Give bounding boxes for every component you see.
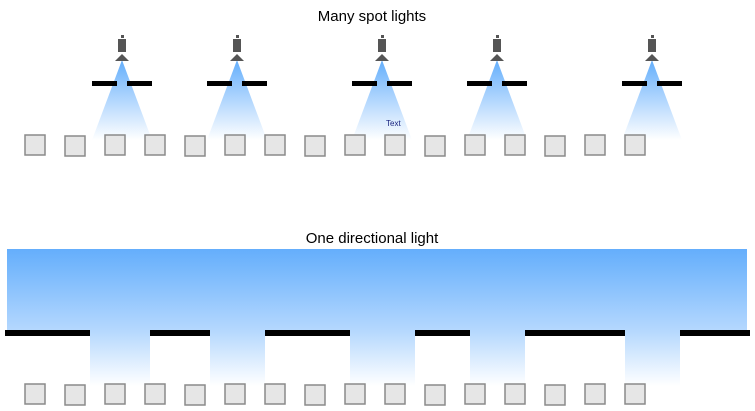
scene-object — [384, 134, 406, 156]
light-cone — [467, 60, 527, 140]
scene-object — [624, 134, 646, 156]
light-cone — [352, 60, 412, 140]
scene-object — [24, 134, 46, 156]
scene-object — [264, 383, 286, 405]
scene-object — [104, 383, 126, 405]
spot-lamp-cap — [121, 35, 124, 38]
light-shaft — [90, 331, 150, 386]
light-shaft — [350, 331, 415, 386]
occluder-bar — [5, 330, 90, 336]
light-cone — [207, 60, 267, 140]
scene-object — [344, 383, 366, 405]
occluder-bar — [242, 81, 267, 86]
occluder-bar — [150, 330, 210, 336]
scene-object — [464, 383, 486, 405]
scene-object — [184, 384, 206, 406]
spot-lamp-icon — [378, 39, 386, 52]
light-shaft — [470, 331, 525, 386]
scene-object — [64, 135, 86, 157]
spot-lamp-head — [375, 54, 389, 61]
scene-object — [224, 383, 246, 405]
directional-object-row — [24, 383, 646, 406]
occluder-bar — [92, 81, 117, 86]
spot-lamp-icon — [233, 39, 241, 52]
occluder-bar — [265, 330, 350, 336]
occluder-bar — [415, 330, 470, 336]
scene-object — [464, 134, 486, 156]
scene-object — [264, 134, 286, 156]
light-shaft — [210, 331, 265, 386]
occluder-bar — [352, 81, 377, 86]
spot-lamp-head — [490, 54, 504, 61]
scene-object — [544, 384, 566, 406]
occluder-bar — [622, 81, 647, 86]
spot-lamp-cap — [651, 35, 654, 38]
spot-lamp-cap — [381, 35, 384, 38]
scene-object — [144, 383, 166, 405]
spot-lamp-head — [645, 54, 659, 61]
light-cone — [622, 60, 682, 140]
scene-object — [24, 383, 46, 405]
occluder-bar — [680, 330, 750, 336]
spot-lamp-head — [115, 54, 129, 61]
occluder-bar — [657, 81, 682, 86]
scene-object — [304, 135, 326, 157]
spot-lamp-icon — [648, 39, 656, 52]
scene-object — [544, 135, 566, 157]
spot-lights — [92, 35, 682, 140]
spot-lamp-icon — [493, 39, 501, 52]
scene-object — [384, 383, 406, 405]
scene-object — [424, 135, 446, 157]
light-shaft — [625, 331, 680, 386]
scene-object — [144, 134, 166, 156]
spot-lamp-cap — [496, 35, 499, 38]
scene-object — [64, 384, 86, 406]
occluder-bar — [387, 81, 412, 86]
spot-section-title: Many spot lights — [318, 8, 426, 25]
light-cone — [92, 60, 152, 140]
spot-lamp-cap — [236, 35, 239, 38]
scene-object — [504, 134, 526, 156]
spot-object-row — [24, 134, 646, 157]
scene-object — [624, 383, 646, 405]
spot-lamp-head — [230, 54, 244, 61]
directional-light — [5, 249, 750, 386]
scene-object — [504, 383, 526, 405]
occluder-bar — [525, 330, 625, 336]
text-label: Text — [386, 119, 401, 128]
scene-object — [424, 384, 446, 406]
scene-object — [584, 134, 606, 156]
scene-object — [104, 134, 126, 156]
occluder-bar — [127, 81, 152, 86]
scene-object — [304, 384, 326, 406]
directional-section-title: One directional light — [306, 230, 439, 247]
occluder-bar — [502, 81, 527, 86]
occluder-bar — [467, 81, 492, 86]
scene-object — [184, 135, 206, 157]
scene-object — [344, 134, 366, 156]
scene-object — [224, 134, 246, 156]
scene-object — [584, 383, 606, 405]
spot-lamp-icon — [118, 39, 126, 52]
occluder-bar — [207, 81, 232, 86]
directional-light-area — [7, 249, 747, 331]
